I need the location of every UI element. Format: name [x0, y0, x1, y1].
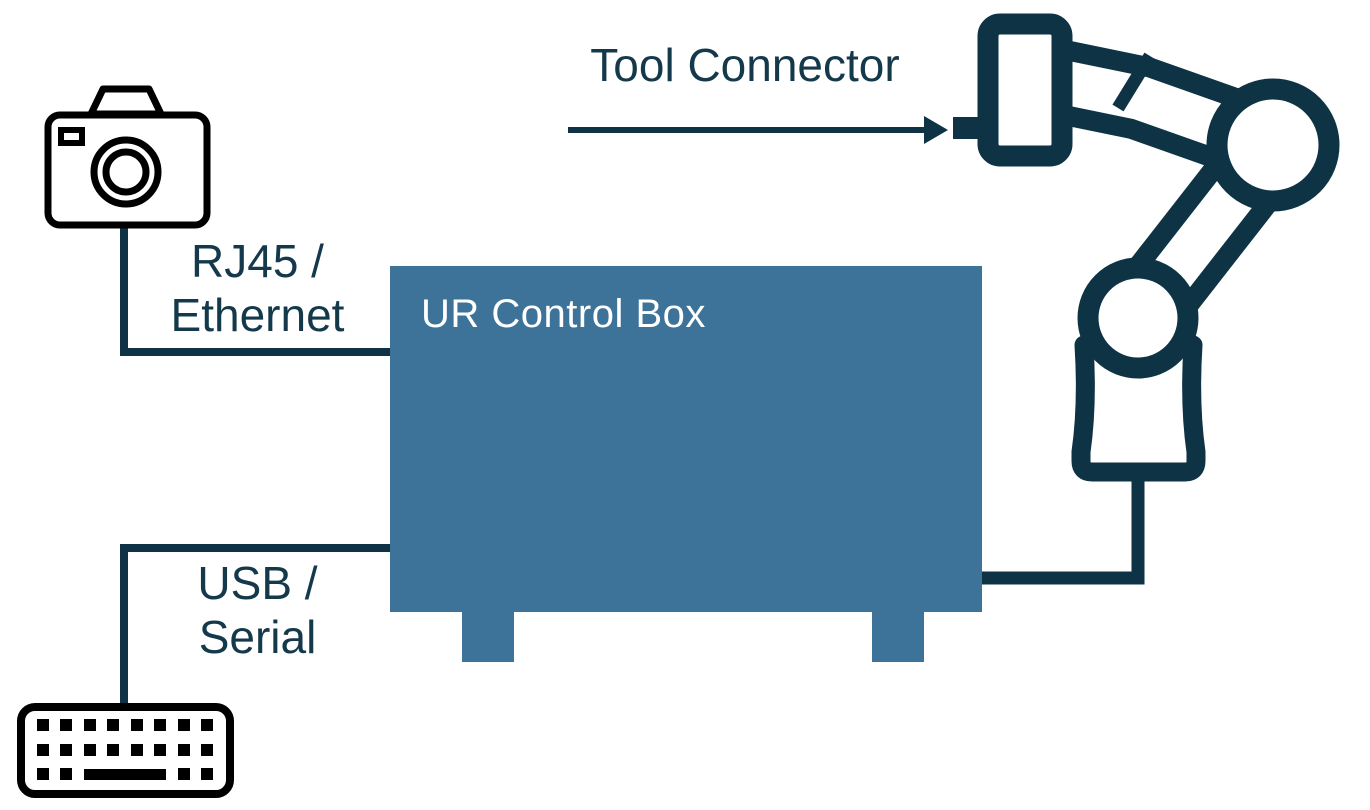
rj45-label-line1: RJ45 /: [191, 235, 324, 287]
usb-label-line1: USB /: [197, 557, 318, 609]
rj45-ethernet-label: RJ45 / Ethernet: [155, 234, 360, 342]
robot-end-effector: [977, 13, 1073, 167]
keyboard-icon: [17, 703, 234, 798]
control-box: [390, 266, 982, 662]
tool-connector-label: Tool Connector: [590, 39, 900, 91]
control-box-foot-right: [872, 610, 924, 662]
robot-shoulder-joint: [1206, 78, 1340, 212]
robot-elbow-joint: [1077, 257, 1199, 379]
control-box-body: [390, 266, 982, 612]
rj45-connection-line: [120, 226, 390, 356]
usb-label-line2: Serial: [198, 611, 317, 663]
usb-connection-line: [120, 544, 390, 703]
usb-serial-label: USB / Serial: [155, 556, 360, 664]
camera-icon: [44, 85, 211, 229]
control-box-label: UR Control Box: [421, 292, 706, 336]
keyboard-spacebar: [84, 769, 166, 780]
robot-connection-line: [982, 470, 1145, 585]
robot-arm-icon: [953, 13, 1340, 482]
rj45-label-line2: Ethernet: [170, 289, 345, 341]
arrow-right-icon: [568, 116, 948, 144]
robot-base: [1071, 335, 1206, 482]
control-box-foot-left: [462, 610, 514, 662]
